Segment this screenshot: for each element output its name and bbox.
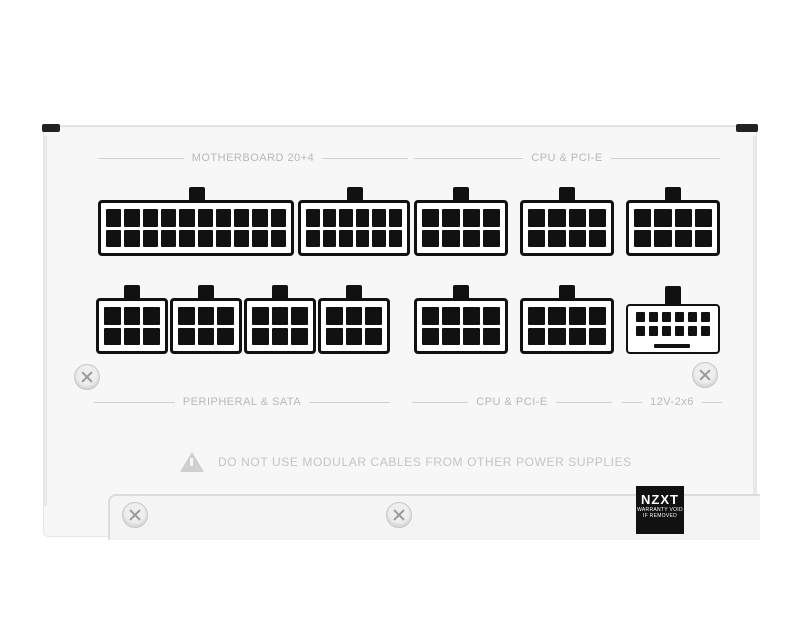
screw-icon [122,502,148,528]
panel-edge-left [44,136,47,506]
cpu-pcie-connector-4[interactable] [414,285,508,354]
peripheral-sata-connector-2[interactable] [170,285,242,354]
motherboard-connector-20pin[interactable] [98,187,294,256]
12v-2x6-connector[interactable] [626,286,720,354]
screw-icon [386,502,412,528]
panel-edge-right [753,136,756,506]
peripheral-sata-connector-3[interactable] [244,285,316,354]
peripheral-sata-connector-4[interactable] [318,285,390,354]
warning-triangle-icon [180,452,204,472]
peripheral-sata-connector-1[interactable] [96,285,168,354]
label-cpu-pcie-bottom: CPU & PCI-E [412,396,613,408]
warning-message: DO NOT USE MODULAR CABLES FROM OTHER POW… [180,452,632,472]
label-peripheral-sata: PERIPHERAL & SATA [94,396,391,408]
screw-icon [74,364,100,390]
screw-icon [692,362,718,388]
cpu-pcie-connector-3[interactable] [626,187,720,256]
warranty-line-2: IF REMOVED [642,513,678,519]
label-12v-2x6: 12V-2x6 [622,396,722,408]
cpu-pcie-connector-1[interactable] [414,187,508,256]
cpu-pcie-connector-2[interactable] [520,187,614,256]
sense-pins [654,344,690,348]
warning-text: DO NOT USE MODULAR CABLES FROM OTHER POW… [218,455,632,469]
motherboard-connector-4pin[interactable] [298,187,410,256]
warranty-line-1: WARRANTY VOID [637,507,683,513]
panel-corner-tab-left [42,124,60,132]
warranty-sticker: NZXT WARRANTY VOID IF REMOVED [636,486,684,534]
brand-logo: NZXT [641,492,679,507]
label-motherboard: MOTHERBOARD 20+4 [98,152,408,164]
cpu-pcie-connector-5[interactable] [520,285,614,354]
label-cpu-pcie-top: CPU & PCI-E [414,152,721,164]
panel-corner-tab-right [736,124,758,132]
